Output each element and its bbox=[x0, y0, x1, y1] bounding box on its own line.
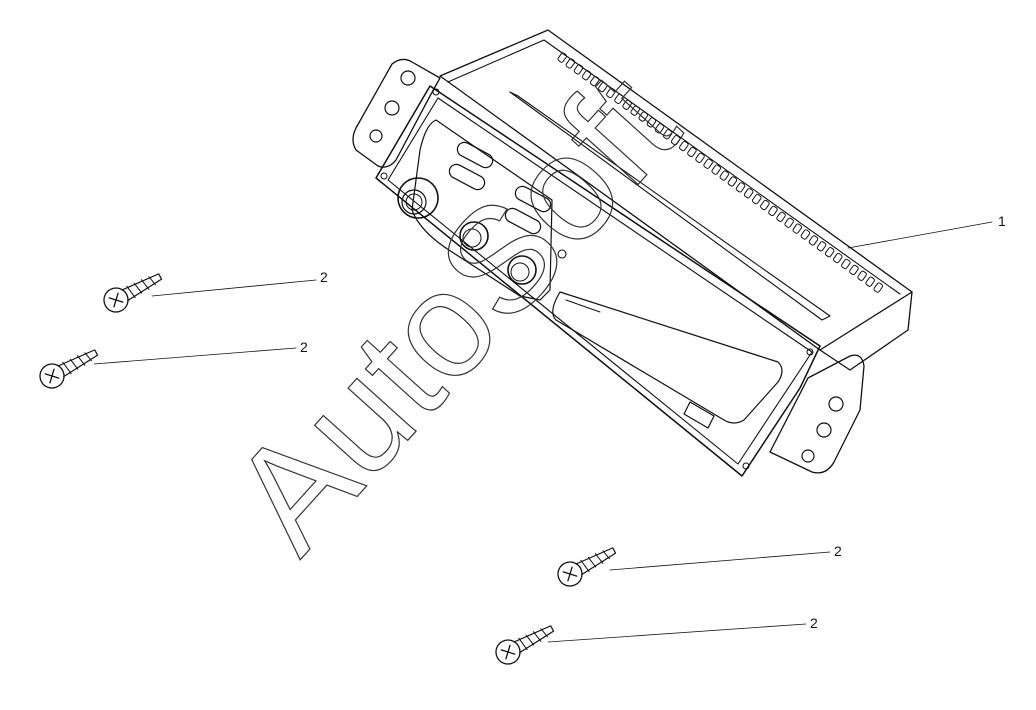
vent-slot bbox=[581, 70, 592, 81]
vent-slot bbox=[638, 111, 649, 122]
vent-slot bbox=[865, 276, 875, 287]
callout-2-b: 2 bbox=[300, 339, 308, 355]
front-bezel bbox=[375, 85, 821, 477]
right-mounting-bracket bbox=[769, 354, 865, 474]
vent-slot bbox=[654, 123, 665, 134]
vent-slot bbox=[630, 105, 640, 116]
control-buttons bbox=[448, 141, 567, 259]
vent-slot bbox=[727, 176, 738, 187]
vent-slot bbox=[735, 182, 746, 193]
vent-slot bbox=[776, 211, 786, 222]
vent-slot bbox=[849, 264, 859, 276]
usb-port bbox=[683, 401, 715, 429]
vent-slot bbox=[816, 241, 827, 252]
vent-slot bbox=[687, 146, 697, 158]
vent-slot bbox=[792, 223, 803, 234]
screw-c bbox=[557, 547, 617, 587]
radio-head-unit bbox=[352, 29, 913, 477]
ventilation-slots bbox=[557, 52, 884, 293]
vent-slot bbox=[833, 252, 843, 264]
callout-2-a: 2 bbox=[320, 269, 328, 285]
vent-slot bbox=[679, 140, 689, 152]
vent-slot bbox=[841, 258, 851, 270]
vent-slot bbox=[614, 93, 624, 104]
vent-slot bbox=[565, 58, 576, 69]
vent-slot bbox=[711, 164, 721, 175]
vent-slot bbox=[646, 117, 657, 128]
vent-slot bbox=[751, 194, 762, 205]
screw-a bbox=[103, 273, 163, 313]
callout-2-c: 2 bbox=[834, 543, 842, 559]
radio-housing-side bbox=[819, 291, 913, 371]
vent-slot bbox=[873, 282, 884, 293]
selector-knob bbox=[507, 255, 537, 285]
screw-d bbox=[495, 625, 555, 665]
callout-2-d: 2 bbox=[810, 615, 818, 631]
tuning-knob bbox=[459, 221, 489, 251]
leader-lines bbox=[93, 221, 993, 643]
vent-slot bbox=[598, 81, 608, 93]
vent-slot bbox=[719, 170, 730, 181]
vent-slot bbox=[695, 152, 705, 163]
watermark: AutoSoft bbox=[199, 41, 709, 581]
vent-slot bbox=[622, 99, 632, 110]
volume-knob bbox=[397, 177, 439, 219]
screw-b bbox=[39, 349, 99, 389]
vent-slot bbox=[743, 188, 754, 199]
vent-slot bbox=[606, 87, 616, 99]
vent-slot bbox=[557, 52, 568, 63]
vent-slot bbox=[824, 247, 835, 258]
vent-slot bbox=[857, 270, 867, 281]
vent-slot bbox=[768, 205, 778, 217]
vent-slot bbox=[670, 135, 681, 146]
vent-slot bbox=[703, 158, 713, 169]
vent-slot bbox=[800, 229, 811, 240]
left-mounting-bracket bbox=[352, 58, 441, 168]
vent-slot bbox=[662, 129, 673, 140]
vent-slot bbox=[784, 217, 794, 228]
vent-slot bbox=[808, 235, 819, 246]
vent-slot bbox=[760, 199, 770, 211]
vent-slot bbox=[573, 64, 584, 75]
callout-1: 1 bbox=[998, 213, 1006, 229]
vent-slot bbox=[589, 76, 600, 87]
